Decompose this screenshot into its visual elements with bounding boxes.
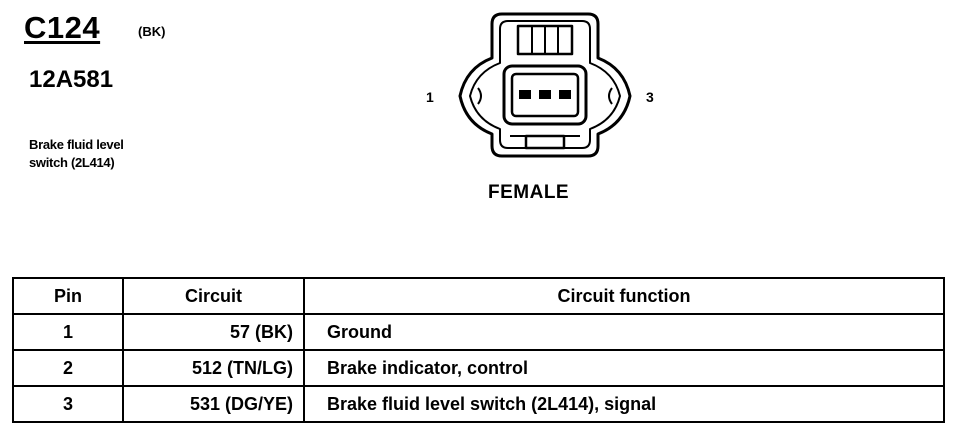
pin-cell: 1 (12, 313, 124, 351)
part-number: 12A581 (29, 66, 114, 93)
function-cell: Ground (303, 313, 945, 351)
column-header-function: Circuit function (303, 277, 945, 315)
terminal-1 (519, 90, 531, 99)
table-header-row: Pin Circuit Circuit function (12, 277, 945, 315)
terminal-cavity-housing (502, 64, 588, 126)
connector-color-code: (BK) (138, 24, 166, 39)
connector-face-diagram (458, 12, 632, 158)
function-text: Brake indicator, control (327, 357, 529, 378)
connector-id: C124 (24, 10, 101, 45)
pinout-table: Pin Circuit Circuit function 1 57 (BK) G… (12, 277, 945, 423)
terminal-3 (559, 90, 571, 99)
connector-gender-label: FEMALE (488, 182, 570, 203)
pin-cell: 3 (12, 385, 124, 423)
circuit-cell: 512 (TN/LG) (122, 349, 305, 387)
connector-key (524, 134, 566, 150)
component-description: Brake fluid level switch (2L414) (29, 136, 189, 172)
function-text: Brake fluid level switch (2L414), signal (327, 393, 657, 414)
function-text: Ground (327, 321, 392, 342)
circuit-cell: 57 (BK) (122, 313, 305, 351)
column-header-circuit: Circuit (122, 277, 305, 315)
description-line-1: Brake fluid level (29, 137, 124, 152)
locking-tab (516, 24, 574, 56)
pin-cell: 2 (12, 349, 124, 387)
circuit-cell: 531 (DG/YE) (122, 385, 305, 423)
table-row: 2 512 (TN/LG) Brake indicator, control (12, 349, 945, 387)
table-row: 3 531 (DG/YE) Brake fluid level switch (… (12, 385, 945, 423)
pin-label-right: 3 (646, 89, 654, 105)
table-row: 1 57 (BK) Ground (12, 313, 945, 351)
connector-inner-shell (469, 20, 621, 149)
function-cell: Brake fluid level switch (2L414), signal (303, 385, 945, 423)
description-line-2: switch (2L414) (29, 155, 115, 170)
terminal-2 (539, 90, 551, 99)
pin-label-left: 1 (426, 89, 434, 105)
column-header-pin: Pin (12, 277, 124, 315)
function-cell: Brake indicator, control (303, 349, 945, 387)
connector-outer-shell (458, 12, 632, 158)
